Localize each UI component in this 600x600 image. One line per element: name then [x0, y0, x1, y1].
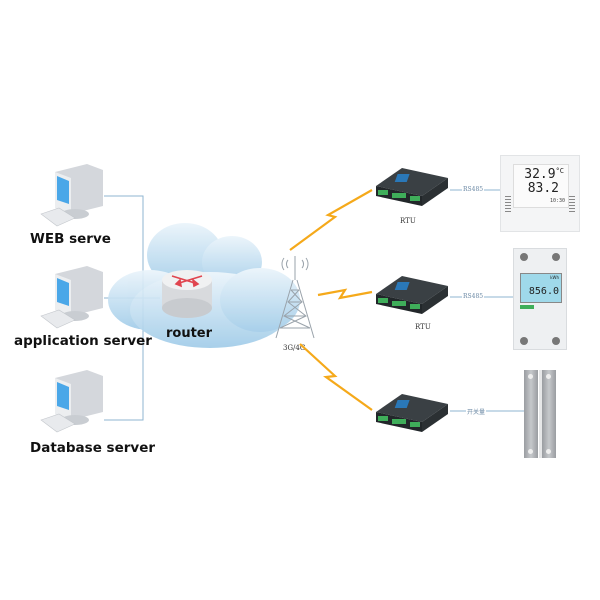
cell-tower [270, 250, 320, 349]
web-server-label: WEB serve [30, 231, 111, 247]
energy-meter: kWh 856.0 [513, 248, 567, 350]
meter-screen: kWh 856.0 [520, 273, 562, 303]
vent-icon [569, 196, 575, 214]
database-server [35, 366, 115, 440]
rtu-2 [372, 270, 452, 324]
tower-icon [275, 256, 315, 339]
router [158, 268, 218, 324]
bolt-icon [299, 343, 373, 411]
screw-icon [520, 253, 528, 261]
meter-unit: kWh [550, 275, 559, 280]
rtu-icon [376, 168, 448, 206]
vent-icon [505, 196, 511, 214]
rtu-1-label: RTU [400, 217, 416, 225]
sensor-bar [542, 370, 556, 458]
rtu-1-connection: RS485 [462, 186, 485, 193]
tower-label: 3G/4G [283, 344, 306, 352]
rtu-3-connection: 开关量 [466, 407, 487, 416]
screw-icon [546, 449, 551, 454]
temperature-value: 32.9°C [524, 167, 564, 182]
gap [539, 370, 542, 458]
rtu-3 [372, 388, 452, 442]
rtu-icon [376, 394, 448, 432]
screw-icon [520, 337, 528, 345]
computer-icon [40, 164, 103, 227]
router-icon [162, 270, 212, 318]
meter-value: 856.0 [528, 286, 559, 297]
application-server-label: application server [14, 333, 152, 349]
thermo-hygrometer: 32.9°C 83.2 10:30 [500, 155, 580, 232]
bolt-icon [317, 288, 373, 300]
humidity-value: 83.2 [527, 181, 559, 196]
router-label: router [166, 326, 213, 341]
application-server [35, 262, 115, 336]
screw-icon [528, 374, 533, 379]
thermo-screen: 32.9°C 83.2 10:30 [513, 164, 569, 208]
web-server [35, 160, 115, 234]
rtu-2-connection: RS485 [462, 293, 485, 300]
rtu-2-label: RTU [415, 323, 431, 331]
screw-icon [552, 337, 560, 345]
door-magnetic-switch [524, 370, 556, 458]
meter-brand-mark [520, 305, 534, 309]
computer-icon [40, 370, 103, 433]
magnet-bar [524, 370, 538, 458]
database-server-label: Database server [30, 440, 156, 456]
bolt-icon [289, 189, 373, 251]
screw-icon [552, 253, 560, 261]
computer-icon [40, 266, 103, 329]
screw-icon [528, 449, 533, 454]
screw-icon [546, 374, 551, 379]
rtu-icon [376, 276, 448, 314]
rtu-1 [372, 162, 452, 216]
clock-value: 10:30 [549, 198, 565, 204]
